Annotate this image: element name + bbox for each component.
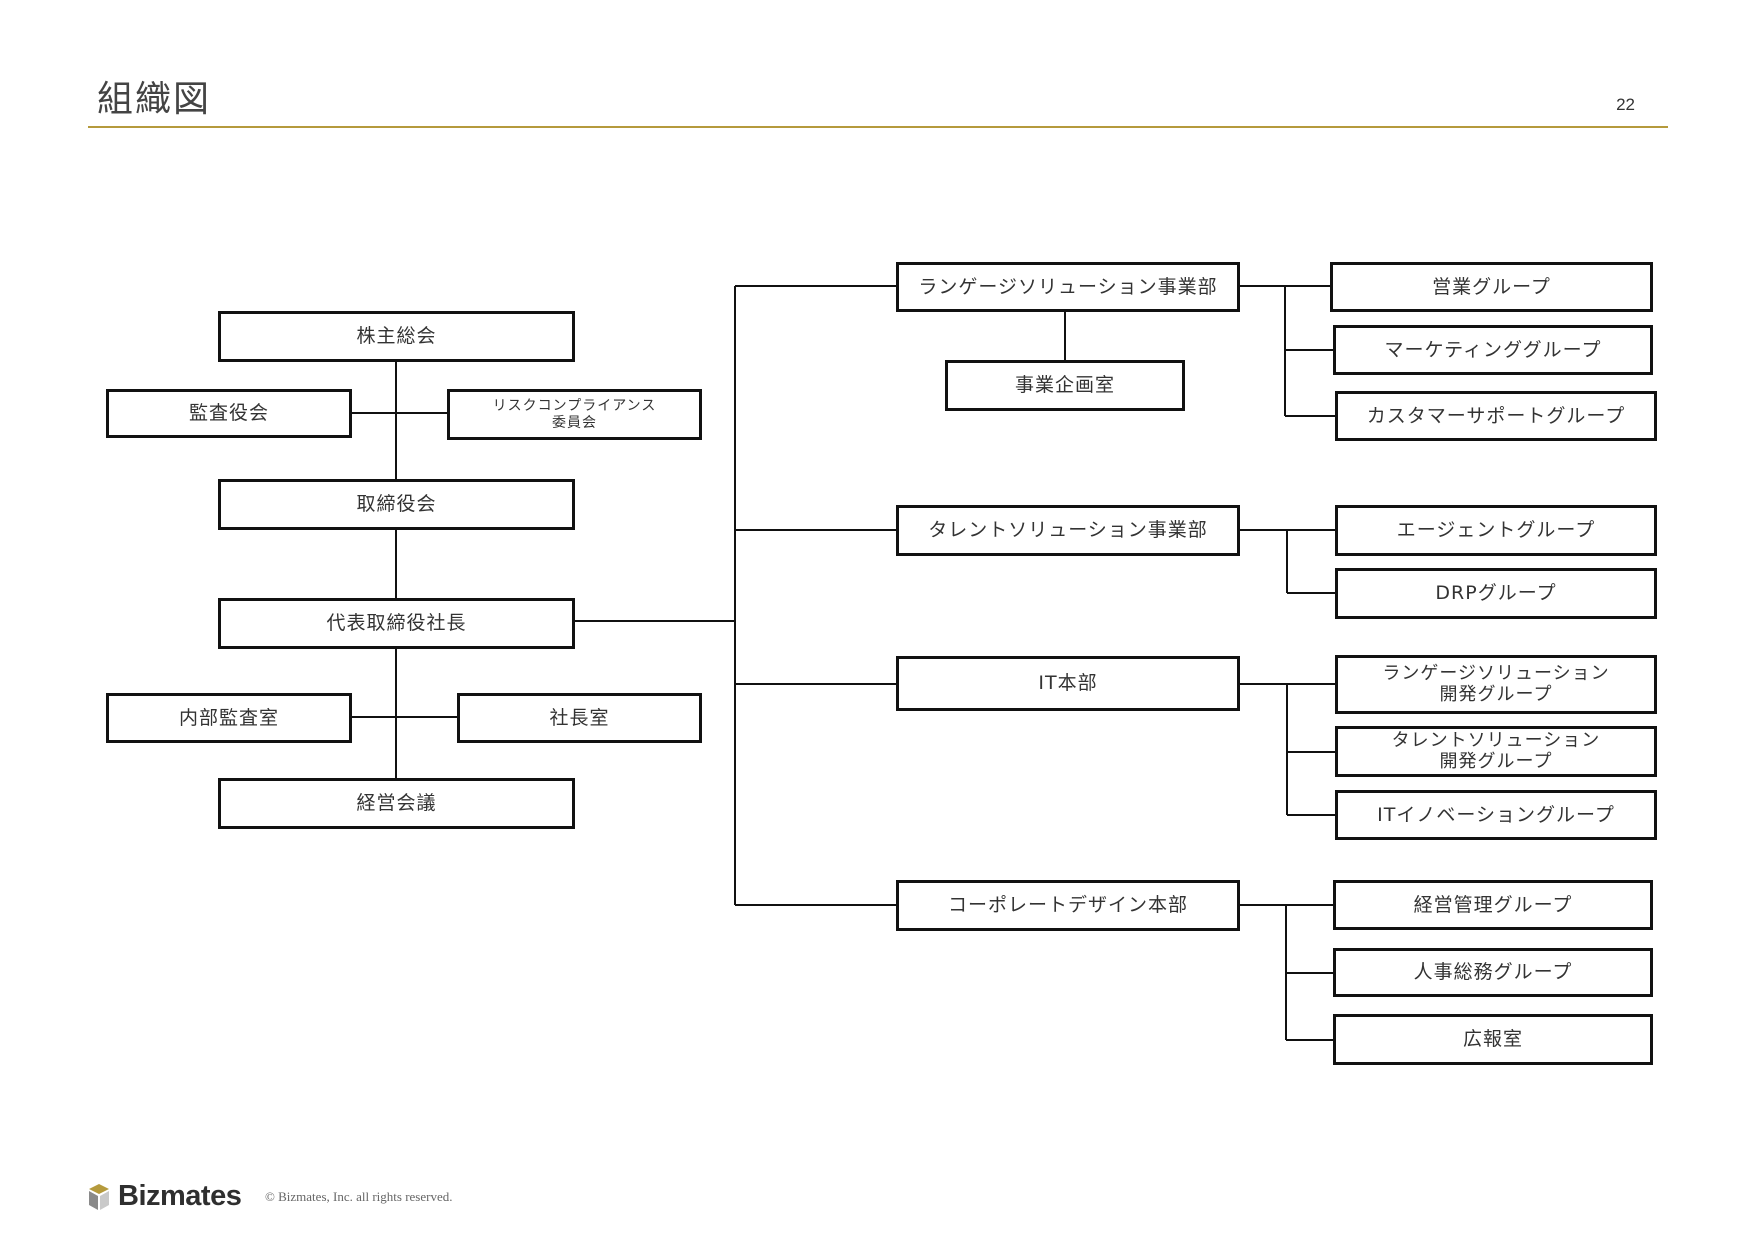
customer-support-group-box: カスタマーサポートグループ xyxy=(1335,391,1657,441)
board-of-directors-box: 取締役会 xyxy=(218,479,575,530)
talent-solution-division-box: タレントソリューション事業部 xyxy=(896,505,1240,556)
language-solution-division-box: ランゲージソリューション事業部 xyxy=(896,262,1240,312)
business-planning-office-box: 事業企画室 xyxy=(945,360,1185,411)
drp-group-box: DRPグループ xyxy=(1335,568,1657,619)
box-label: 内部監査室 xyxy=(178,706,279,729)
ceo-box: 代表取締役社長 xyxy=(218,598,575,649)
box-label: 人事総務グループ xyxy=(1413,961,1573,984)
copyright-text: © Bizmates, Inc. all rights reserved. xyxy=(265,1189,453,1204)
box-label: エージェントグループ xyxy=(1396,519,1596,542)
box-label: 経営管理グループ xyxy=(1413,893,1573,916)
logo-text: Bizmates xyxy=(118,1180,242,1212)
logo-cube-icon xyxy=(89,1183,109,1210)
box-label: IT本部 xyxy=(1038,672,1098,695)
box-label: マーケティンググループ xyxy=(1384,338,1602,361)
box-label: 広報室 xyxy=(1462,1028,1523,1051)
management-meeting-box: 経営会議 xyxy=(218,778,575,829)
box-label-line2: 開発グループ xyxy=(1439,750,1553,772)
box-label: 株主総会 xyxy=(356,325,437,348)
page-number: 22 xyxy=(1616,95,1635,114)
box-label: コーポレートデザイン本部 xyxy=(947,894,1188,917)
box-label: カスタマーサポートグループ xyxy=(1366,404,1626,427)
language-dev-group-box: ランゲージソリューション 開発グループ xyxy=(1335,655,1657,714)
hr-general-affairs-group-box: 人事総務グループ xyxy=(1333,948,1653,997)
box-label: 社長室 xyxy=(549,706,610,729)
box-label: ITイノベーショングループ xyxy=(1377,803,1615,826)
box-label: DRPグループ xyxy=(1435,582,1557,605)
pr-office-box: 広報室 xyxy=(1333,1014,1653,1065)
box-label: 経営会議 xyxy=(356,792,437,815)
box-label-line1: タレントソリューション xyxy=(1391,729,1601,751)
box-label-line1: リスクコンプライアンス xyxy=(492,397,657,414)
box-label: ランゲージソリューション事業部 xyxy=(918,275,1218,298)
box-label-line2: 委員会 xyxy=(552,414,597,431)
management-control-group-box: 経営管理グループ xyxy=(1333,880,1653,930)
sales-group-box: 営業グループ xyxy=(1330,262,1653,312)
box-label-line2: 開発グループ xyxy=(1439,683,1553,705)
box-label: 代表取締役社長 xyxy=(326,612,467,635)
it-innovation-group-box: ITイノベーショングループ xyxy=(1335,790,1657,840)
corporate-design-division-box: コーポレートデザイン本部 xyxy=(896,880,1240,931)
box-label-line1: ランゲージソリューション xyxy=(1382,662,1610,684)
company-logo: Bizmates xyxy=(88,1180,242,1213)
agent-group-box: エージェントグループ xyxy=(1335,505,1657,556)
box-label: 事業企画室 xyxy=(1014,374,1115,397)
talent-dev-group-box: タレントソリューション 開発グループ xyxy=(1335,726,1657,777)
shareholders-meeting-box: 株主総会 xyxy=(218,311,575,362)
box-label: タレントソリューション事業部 xyxy=(928,519,1208,542)
internal-audit-box: 内部監査室 xyxy=(106,693,352,743)
it-division-box: IT本部 xyxy=(896,656,1240,711)
presidents-office-box: 社長室 xyxy=(457,693,702,743)
box-label: 営業グループ xyxy=(1432,275,1551,298)
page-title: 組織図 xyxy=(97,79,212,120)
box-label: 取締役会 xyxy=(356,493,437,516)
compliance-committee-box: リスクコンプライアンス 委員会 xyxy=(447,389,702,440)
title-divider xyxy=(88,126,1668,128)
marketing-group-box: マーケティンググループ xyxy=(1333,325,1653,375)
audit-board-box: 監査役会 xyxy=(106,389,352,438)
box-label: 監査役会 xyxy=(188,402,269,425)
